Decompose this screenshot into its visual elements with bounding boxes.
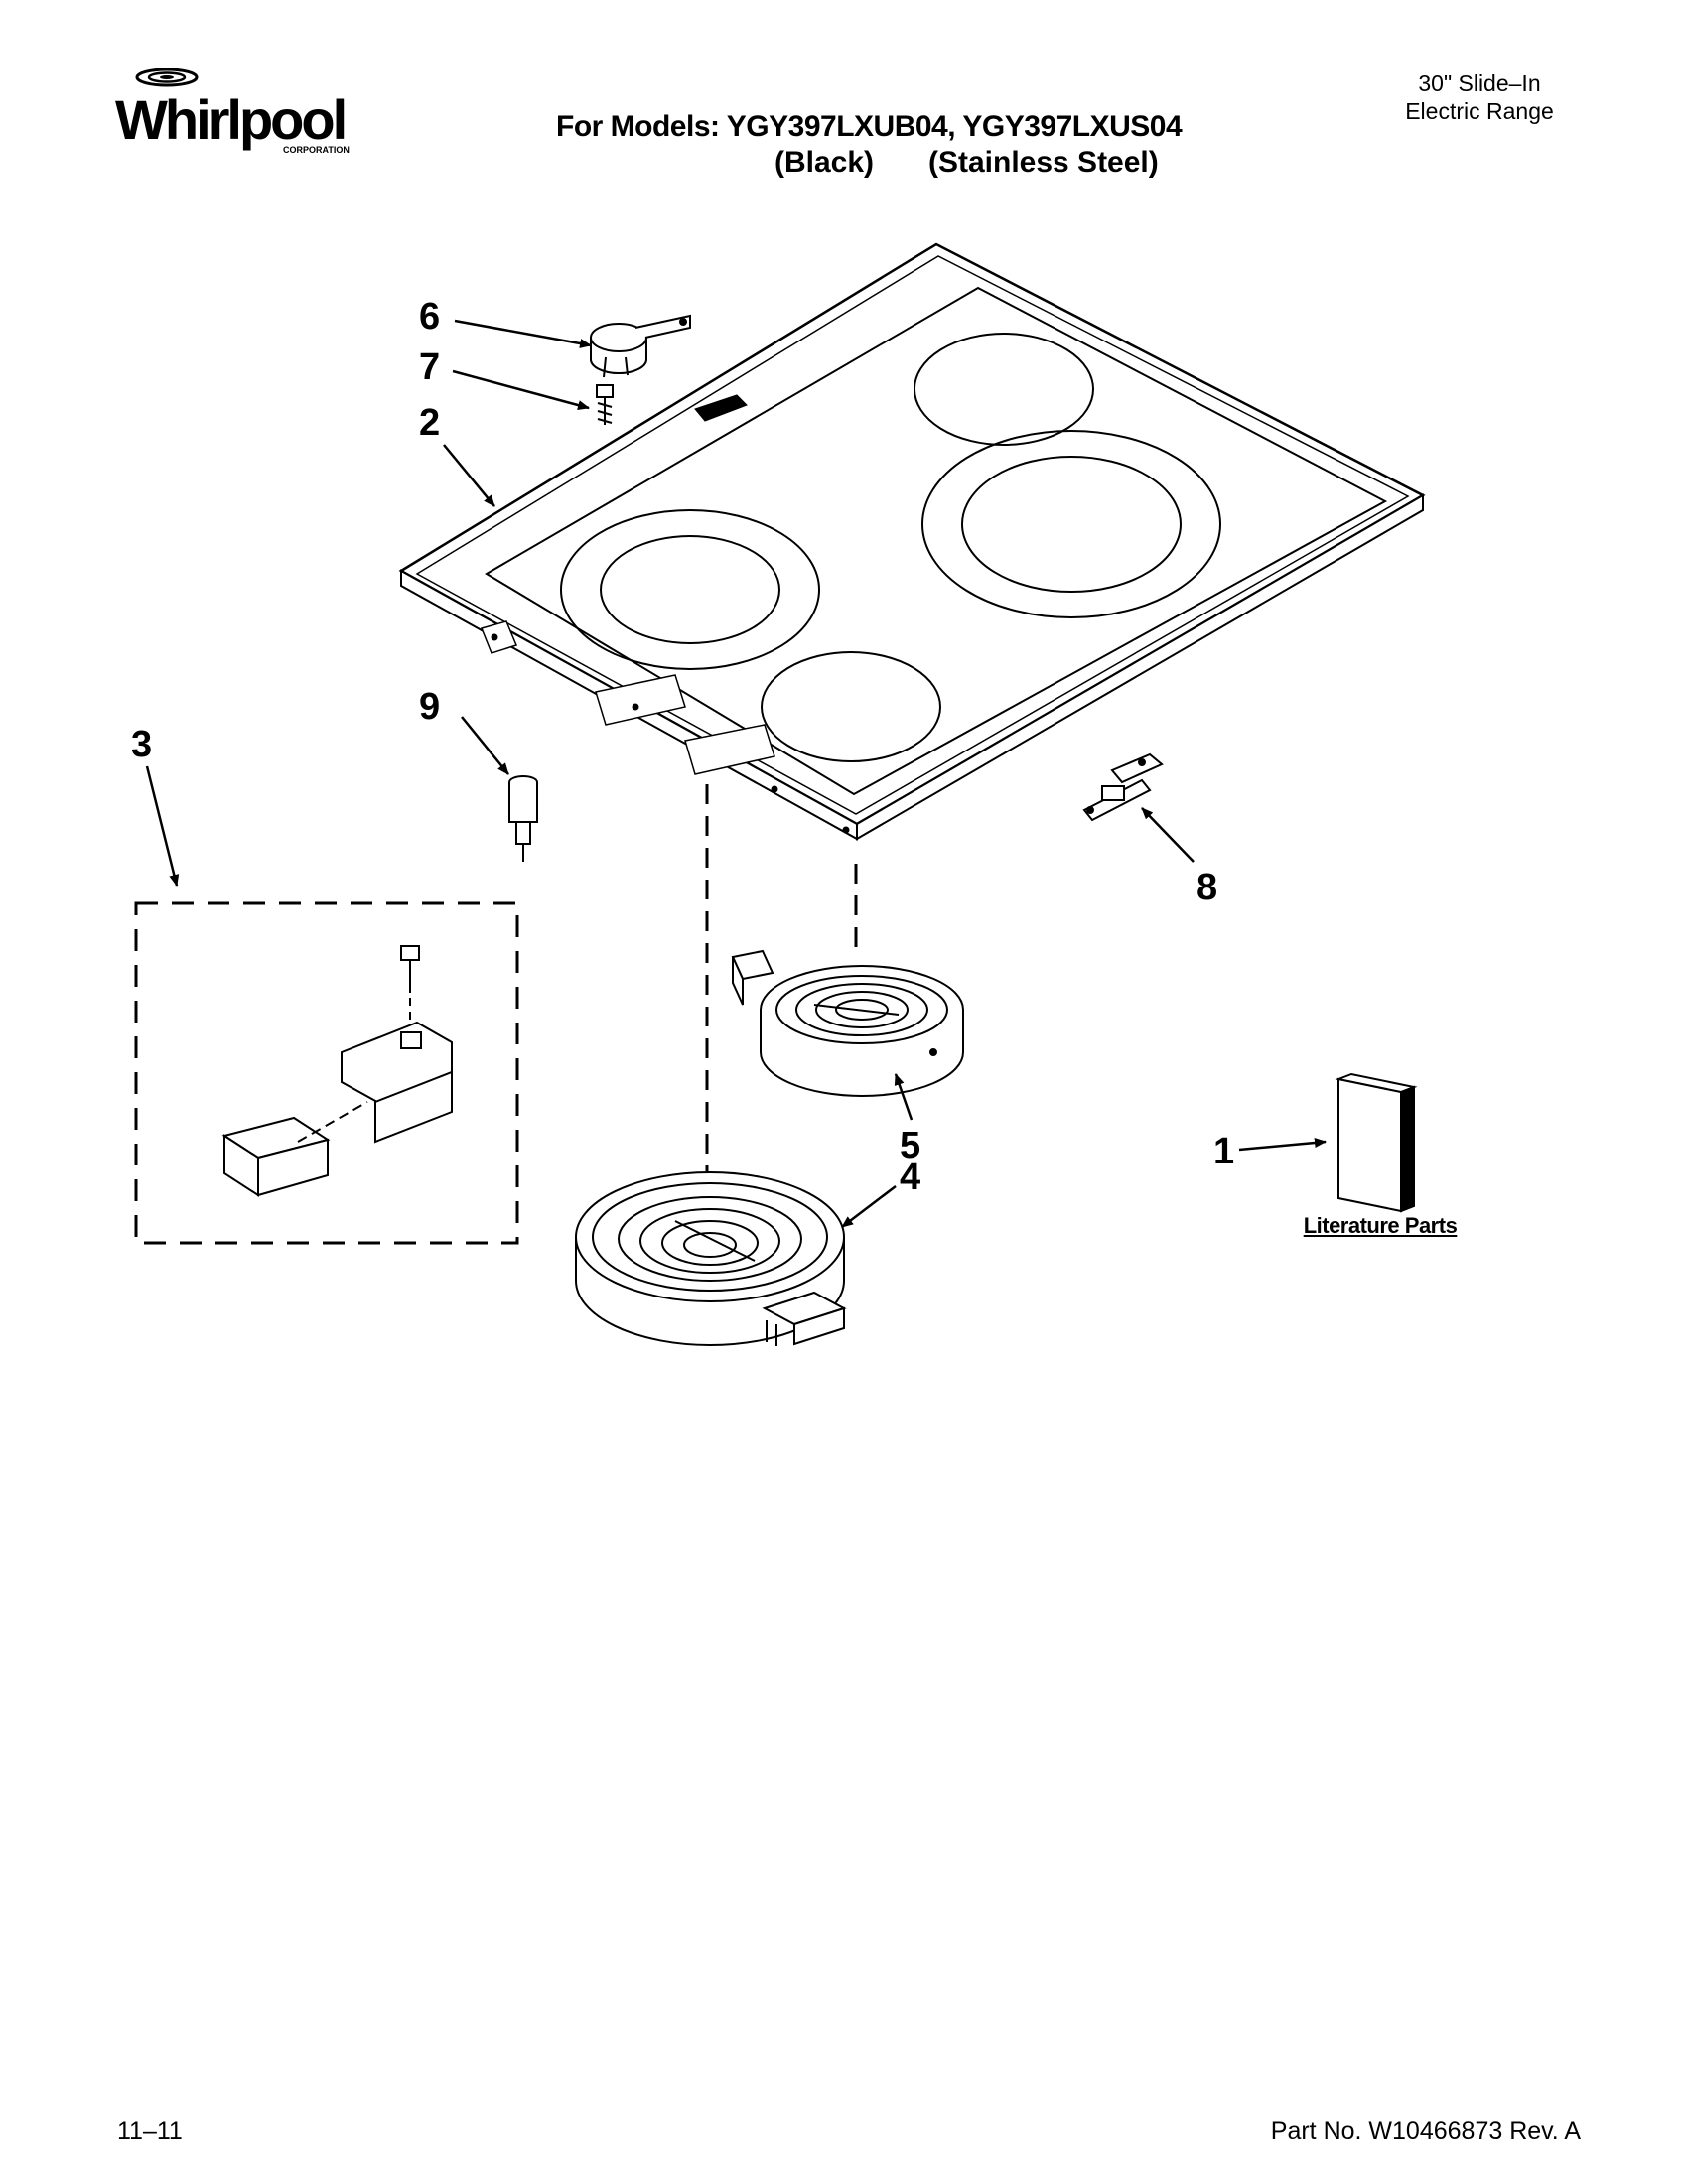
footer-part-number: Part No. W10466873 Rev. A bbox=[1270, 2117, 1581, 2145]
model-color-labels: (Black) (Stainless Steel) bbox=[556, 145, 1271, 181]
callout-1: 1 bbox=[1213, 1131, 1234, 1172]
literature-parts-label: Literature Parts bbox=[1303, 1213, 1458, 1238]
product-type-line2: Electric Range bbox=[1405, 98, 1554, 124]
assembly-guide-lines bbox=[705, 784, 858, 1171]
svg-text:Whirlpool: Whirlpool bbox=[115, 88, 345, 151]
callout-9: 9 bbox=[419, 686, 440, 728]
callout-3: 3 bbox=[131, 724, 152, 765]
svg-text:CORPORATION: CORPORATION bbox=[283, 145, 350, 155]
callout-8: 8 bbox=[1196, 867, 1217, 908]
bracket-part bbox=[1082, 752, 1164, 822]
footer-date: 11–11 bbox=[117, 2117, 183, 2145]
exploded-parts-diagram: 6 7 2 9 3 8 5 4 1 bbox=[131, 242, 1426, 1346]
small-radiant-element-part bbox=[731, 949, 964, 1097]
literature-booklet-part bbox=[1335, 1072, 1418, 1213]
color-black-label: (Black) bbox=[774, 146, 875, 179]
callout-6: 6 bbox=[419, 296, 440, 338]
callout-4: 4 bbox=[900, 1157, 920, 1198]
callout-7: 7 bbox=[419, 346, 440, 388]
product-type-line1: 30" Slide–In bbox=[1418, 70, 1541, 96]
indicator-light-part bbox=[508, 775, 538, 862]
whirlpool-logo: Whirlpool CORPORATION bbox=[115, 68, 350, 155]
callout-2: 2 bbox=[419, 402, 440, 444]
callout-5: 5 bbox=[900, 1125, 920, 1166]
cooktop-glass-part bbox=[398, 242, 1426, 841]
switch-kit-box bbox=[134, 901, 519, 1245]
large-radiant-element-part bbox=[575, 1171, 847, 1346]
model-title: For Models: YGY397LXUB04, YGY397LXUS04 bbox=[556, 110, 1183, 143]
limiter-switch-part bbox=[590, 314, 691, 378]
screw-part bbox=[596, 384, 614, 425]
leader-arrows bbox=[145, 319, 1327, 1228]
color-steel-label: (Stainless Steel) bbox=[928, 146, 1159, 179]
product-type: 30" Slide–In Electric Range bbox=[1370, 69, 1589, 125]
